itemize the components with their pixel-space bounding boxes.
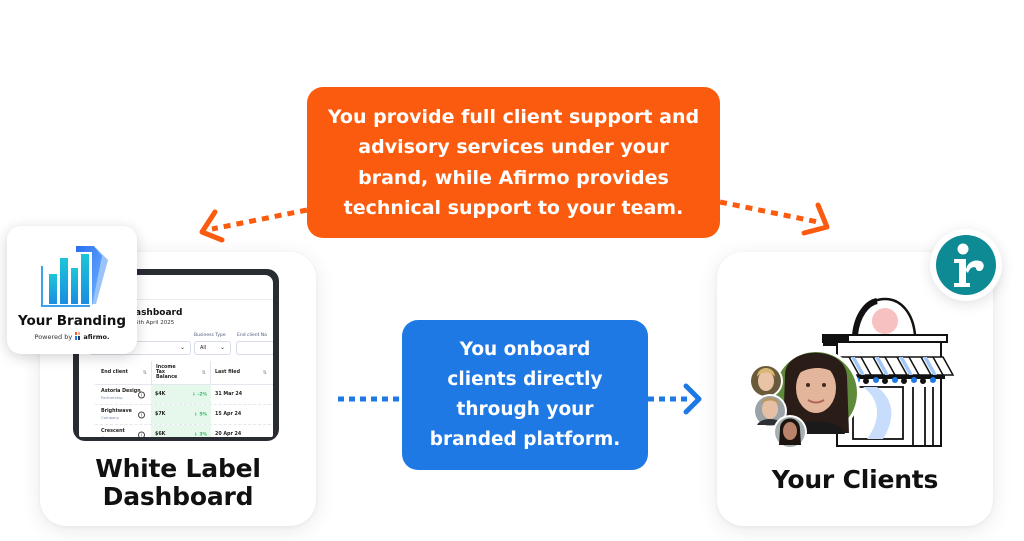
- last-filed-cell: 31 Mar 24: [211, 385, 271, 404]
- last-filed-value: 31 Mar 24: [215, 392, 243, 397]
- chevron-down-icon: ⌄: [219, 344, 225, 351]
- iris-logo-icon: [936, 235, 996, 295]
- last-filed-cell: 15 Apr 24: [211, 405, 271, 424]
- onboarding-callout-line: clients directly: [447, 369, 603, 390]
- info-icon[interactable]: i: [138, 391, 145, 398]
- your-branding-badge: Your Branding Powered by afirmo.: [7, 226, 137, 354]
- client-type: Partnership: [101, 395, 123, 400]
- bar-chart-document-icon: [41, 246, 108, 307]
- column-label: Income Tax Balance: [156, 365, 178, 380]
- balance-value: $6K: [155, 432, 166, 437]
- balance-cell: $4K ↓ -2%: [151, 385, 211, 404]
- dashboard-date: 5th April 2025: [135, 320, 175, 326]
- title-line: White Label: [95, 454, 261, 483]
- onboarding-callout: You onboard clients directly through you…: [402, 320, 648, 470]
- table-row[interactable]: Brightwave Company i $7K ↓ 5% 15 Apr 24: [95, 405, 273, 425]
- filter-label-business-type: Business Type: [194, 333, 226, 338]
- support-callout-line: advisory services under your: [358, 136, 669, 158]
- client-name: Brightwave: [101, 409, 132, 414]
- clients-table: End client ⇅ Income Tax Balance ⇅ Last f…: [95, 361, 273, 437]
- last-filed-value: 15 Apr 24: [215, 412, 242, 417]
- support-callout-line: technical support to your team.: [343, 197, 684, 219]
- balance-value: $4K: [155, 392, 166, 397]
- client-name: Crescent: [101, 429, 125, 434]
- balance-cell: $6K ↓ 3%: [151, 425, 211, 437]
- orange-arrow-right: [719, 199, 830, 236]
- column-header-income-tax[interactable]: Income Tax Balance ⇅: [151, 361, 211, 384]
- balance-cell: $7K ↓ 5%: [151, 405, 211, 424]
- support-callout-line: You provide full client support and: [327, 105, 700, 128]
- dashboard-screen: nts ashboard 5th April 2025 ⌄ Business T…: [79, 275, 273, 437]
- filter-label-end-client: End client Na: [237, 333, 267, 338]
- storefront-with-clients-illustration: [749, 297, 955, 449]
- column-label: End client: [101, 370, 128, 375]
- support-callout-line: brand, while Afirmo provides: [358, 166, 669, 189]
- onboarding-callout-line: You onboard: [459, 339, 591, 360]
- column-label: Last filed: [215, 370, 240, 375]
- tablet-mockup: nts ashboard 5th April 2025 ⌄ Business T…: [73, 269, 279, 441]
- end-client-name-input[interactable]: [236, 341, 273, 355]
- support-callout: You provide full client support and advi…: [307, 87, 720, 238]
- sort-icon[interactable]: ⇅: [201, 369, 206, 376]
- blue-arrow-right: [648, 383, 702, 415]
- info-icon[interactable]: i: [138, 411, 145, 418]
- powered-by-text: Powered by: [34, 333, 73, 341]
- last-filed-cell: 20 Apr 24: [211, 425, 271, 437]
- client-avatar-main: [772, 349, 860, 437]
- business-type-value: All: [200, 345, 207, 351]
- balance-value: $7K: [155, 412, 166, 417]
- balance-change: ↓ -2%: [192, 392, 207, 397]
- table-row[interactable]: Crescent Company i $6K ↓ 3% 20 Apr 24: [95, 425, 273, 437]
- table-row[interactable]: Astoria Design Partnership i $4K ↓ -2% 3…: [95, 385, 273, 405]
- info-icon[interactable]: i: [138, 431, 145, 437]
- dashboard-heading: ashboard: [135, 308, 183, 318]
- client-type: Company: [101, 435, 151, 437]
- afirmo-logo-icon: [75, 332, 81, 340]
- balance-change: ↓ 3%: [194, 432, 207, 437]
- end-client-cell: Astoria Design Partnership i: [95, 385, 151, 404]
- end-client-cell: Brightwave Company i: [95, 405, 151, 424]
- sort-icon[interactable]: ⇅: [262, 369, 267, 376]
- client-avatar-small-1: [749, 364, 783, 398]
- end-client-cell: Crescent Company i: [95, 425, 151, 437]
- chevron-down-icon: ⌄: [179, 344, 185, 351]
- business-type-select[interactable]: All ⌄: [194, 341, 231, 355]
- client-avatar-small-2: [753, 394, 787, 428]
- title-line: Dashboard: [102, 482, 254, 511]
- column-header-end-client[interactable]: End client ⇅: [95, 361, 151, 384]
- your-clients-title: Your Clients: [771, 465, 939, 494]
- last-filed-value: 20 Apr 24: [215, 432, 242, 437]
- onboarding-callout-line: branded platform.: [429, 429, 621, 450]
- sort-icon[interactable]: ⇅: [142, 369, 147, 376]
- iris-logo-badge: [930, 229, 1002, 301]
- table-header: End client ⇅ Income Tax Balance ⇅ Last f…: [95, 361, 273, 385]
- column-header-last-filed[interactable]: Last filed ⇅: [211, 361, 271, 384]
- client-name: Astoria Design: [101, 389, 141, 394]
- orange-arrow-left: [199, 207, 308, 243]
- onboarding-callout-line: through your: [456, 399, 594, 420]
- client-avatar-small-3: [773, 415, 807, 449]
- powered-by-afirmo: Powered by afirmo.: [7, 332, 137, 341]
- afirmo-wordmark: afirmo.: [83, 333, 110, 341]
- client-type: Company: [101, 415, 120, 420]
- white-label-dashboard-title: White Label Dashboard: [40, 455, 316, 511]
- balance-change: ↓ 5%: [194, 412, 207, 417]
- your-branding-label: Your Branding: [17, 313, 126, 329]
